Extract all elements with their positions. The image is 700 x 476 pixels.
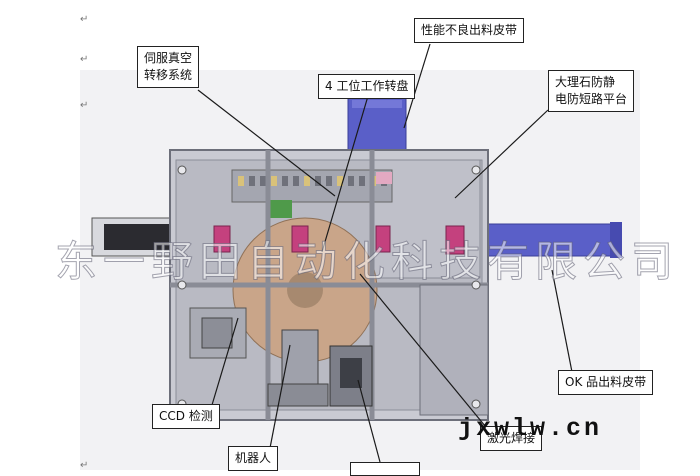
leader-ng-belt	[403, 43, 431, 129]
rail-tick	[337, 176, 343, 186]
rail-tick	[260, 176, 266, 186]
leader-laser-b	[357, 379, 381, 463]
frame-bolt	[471, 280, 481, 290]
paragraph-mark: ↵	[80, 54, 89, 65]
robot-base	[267, 383, 329, 407]
callout-laser-text: 激光焊接	[487, 431, 536, 445]
leader-marble	[454, 109, 549, 199]
ok-belt-end	[610, 222, 622, 258]
fixture-3	[375, 225, 391, 253]
robot-arm	[281, 329, 319, 389]
rail-tick	[282, 176, 288, 186]
callout-servo-line2: 转移系统	[144, 68, 193, 82]
frame-bolt	[177, 280, 187, 290]
callout-marble-line1: 大理石防静	[555, 75, 616, 89]
callout-robot-text: 机器人	[235, 451, 272, 465]
rail-tick	[304, 176, 310, 186]
callout-laser: 激光焊接	[480, 426, 543, 451]
rail-tick	[315, 176, 321, 186]
paragraph-mark: ↵	[80, 460, 89, 471]
callout-turntable-text: 4 工位工作转盘	[325, 79, 409, 93]
rail-tick	[326, 176, 332, 186]
frame-bolts	[177, 165, 481, 409]
callout-ok-belt: OK 品出料皮带	[558, 370, 654, 395]
fixture-small	[376, 172, 392, 184]
callout-ng-belt-text: 性能不良出料皮带	[421, 23, 518, 37]
rail-tick	[238, 176, 244, 186]
rail-tick	[271, 176, 277, 186]
callout-ccd: CCD 检测	[152, 404, 220, 429]
leader-ccd	[211, 317, 239, 406]
callout-turntable: 4 工位工作转盘	[318, 74, 416, 99]
infeed-belt	[104, 224, 174, 250]
callout-servo-vacuum: 伺服真空 转移系统	[137, 46, 200, 88]
ng-belt-highlight	[352, 100, 402, 108]
callout-servo-line1: 伺服真空	[144, 51, 193, 65]
callout-marble: 大理石防静 电防短路平台	[548, 70, 635, 112]
callout-ccd-text: CCD 检测	[159, 409, 213, 423]
leader-laser-a	[359, 273, 491, 433]
rail-tick	[249, 176, 255, 186]
turntable-hub	[287, 272, 323, 308]
laser-head	[340, 358, 362, 388]
callout-marble-line2: 电防短路平台	[555, 92, 628, 106]
callout-ok-belt-text: OK 品出料皮带	[565, 375, 647, 389]
paragraph-mark: ↵	[80, 14, 89, 25]
rail-tick	[359, 176, 365, 186]
green-block	[270, 200, 292, 218]
ok-belt	[479, 223, 621, 257]
fixture-4	[445, 225, 465, 255]
leader-robot	[269, 344, 291, 449]
callout-robot: 机器人	[228, 446, 279, 471]
callout-partial	[350, 462, 420, 476]
leader-turntable	[321, 95, 369, 253]
leader-ok-belt	[551, 269, 573, 373]
leader-lines	[197, 43, 573, 463]
paragraph-mark: ↵	[80, 100, 89, 111]
fixture-2	[291, 225, 309, 253]
leader-servo	[197, 89, 336, 197]
rail-tick	[348, 176, 354, 186]
frame-bolt	[177, 165, 187, 175]
rail-tick	[293, 176, 299, 186]
frame-bolt	[471, 399, 481, 409]
servo-gantry	[231, 169, 393, 203]
callout-ng-belt: 性能不良出料皮带	[414, 18, 525, 43]
electrical-cabinet	[419, 284, 489, 416]
site-watermark: jxwlw.cn	[458, 414, 603, 443]
ccd-camera	[201, 317, 233, 349]
fixture-1	[213, 225, 231, 253]
frame-bolt	[471, 165, 481, 175]
